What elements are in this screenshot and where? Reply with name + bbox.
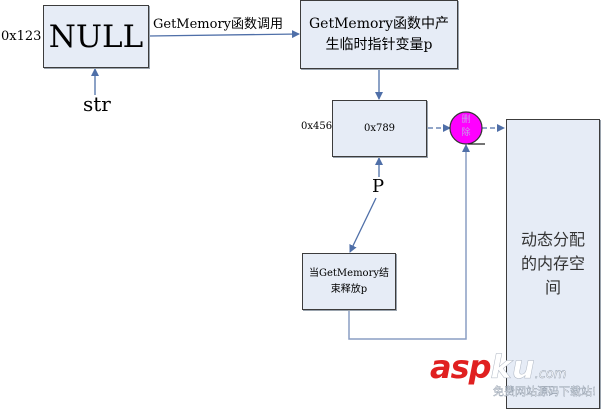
watermark-brand-b: ku xyxy=(490,348,535,387)
delete-circle-text: 删除 xyxy=(461,115,471,138)
watermark-brand-a: asp xyxy=(430,348,492,386)
temp-pointer-box-text: GetMemory函数中产生临时指针变量p xyxy=(308,15,450,53)
release-box-text: 当GetMemory结束释放p xyxy=(308,267,389,295)
null-box-text: NULL xyxy=(48,18,144,55)
null-box: NULL xyxy=(43,5,149,68)
p-box: 0x789 xyxy=(332,100,427,157)
call-label: GetMemory函数调用 xyxy=(153,17,284,32)
arrow-call xyxy=(148,30,300,39)
heap-memory-box: 动态分配的内存空间 xyxy=(506,119,600,409)
watermark: aspku.com xyxy=(430,348,567,387)
watermark-suffix: .com xyxy=(534,367,567,382)
temp-pointer-box: GetMemory函数中产生临时指针变量p xyxy=(300,0,458,69)
p-address-label: 0x456 xyxy=(301,121,333,132)
p-label: P xyxy=(372,176,385,197)
str-label: str xyxy=(83,92,111,116)
arrow-plabel-to-release xyxy=(349,197,377,253)
release-box: 当GetMemory结束释放p xyxy=(302,253,396,310)
heap-memory-box-text: 动态分配的内存空间 xyxy=(520,230,585,297)
p-box-text: 0x789 xyxy=(363,123,396,134)
delete-circle xyxy=(449,111,483,145)
null-address-label: 0x123 xyxy=(1,29,42,44)
watermark-tagline: 免费网站源码下载站! xyxy=(493,385,597,398)
arrow-release-to-delete xyxy=(348,144,470,340)
